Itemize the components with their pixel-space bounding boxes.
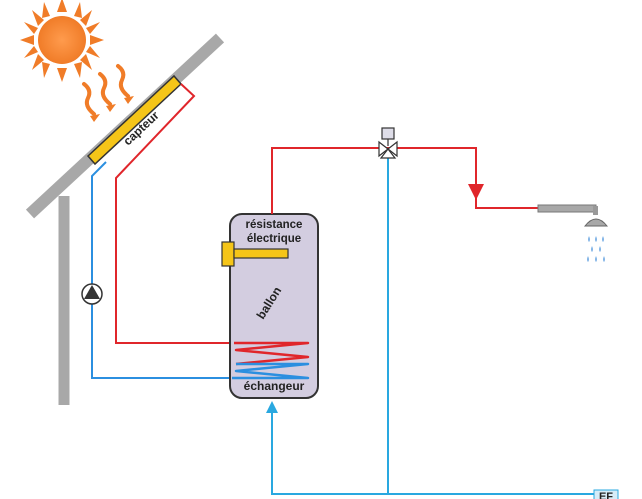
heater-label-line1: résistance — [246, 219, 303, 231]
hot-water-pipe — [271, 147, 540, 214]
cold-water-pipe — [271, 152, 389, 495]
exchanger-label: échangeur — [244, 379, 305, 393]
cold-flow-arrow — [266, 401, 278, 413]
heat-rays — [82, 64, 134, 122]
sun-icon — [20, 0, 104, 82]
shower-icon — [537, 204, 609, 262]
mixing-valve-icon — [378, 127, 398, 159]
electric-heater-element — [221, 241, 289, 267]
collector-cold-pipe — [91, 161, 308, 379]
heater-label-line2: électrique — [247, 233, 301, 245]
cold-water-label: EF — [599, 491, 613, 499]
heat-exchanger-coil — [232, 341, 310, 380]
collector-hot-pipe — [115, 83, 308, 344]
cold-water-tag: EF — [593, 489, 619, 499]
pump-icon — [81, 283, 103, 305]
